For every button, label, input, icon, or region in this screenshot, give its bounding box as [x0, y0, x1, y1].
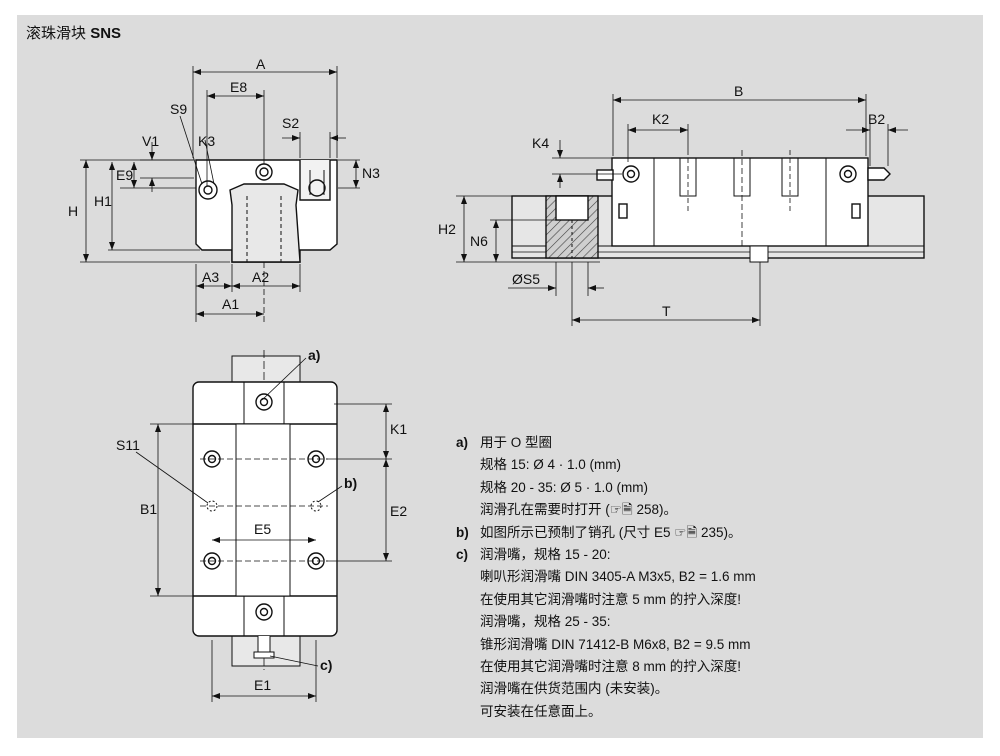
notes-panel: a)用于 O 型圈 规格 15: Ø 4 · 1.0 (mm) 规格 20 - …	[456, 432, 756, 723]
label-s5: ØS5	[512, 271, 540, 287]
label-s9: S9	[170, 101, 187, 117]
dimension-labels: A E8 S9 V1 K3 S2 N3 E9 H H1 A3 A2 A1 B K…	[68, 56, 885, 693]
note-c-line-1: c)润滑嘴，规格 15 - 20:	[456, 547, 611, 563]
label-a2: A2	[252, 269, 269, 285]
label-h: H	[68, 203, 78, 219]
note-a-line-4: 润滑孔在需要时打开 (☞🗎 258)。	[480, 502, 677, 518]
label-callout-a: a)	[308, 347, 320, 363]
side-dimensions	[456, 94, 908, 326]
label-k1: K1	[390, 421, 407, 437]
label-n3: N3	[362, 165, 380, 181]
side-view	[511, 150, 925, 263]
label-e8: E8	[230, 79, 247, 95]
label-a1: A1	[222, 296, 239, 312]
note-c-line-5: 锥形润滑嘴 DIN 71412-B M6x8, B2 = 9.5 mm	[480, 636, 751, 652]
note-c-line-6: 在使用其它润滑嘴时注意 8 mm 的拧入深度!	[480, 659, 742, 675]
label-callout-c: c)	[320, 657, 332, 673]
note-c-line-8: 可安装在任意面上。	[480, 703, 602, 719]
label-s2: S2	[282, 115, 299, 131]
note-c-line-4: 润滑嘴，规格 25 - 35:	[480, 614, 611, 630]
note-a-line-2: 规格 15: Ø 4 · 1.0 (mm)	[480, 457, 622, 473]
label-h2: H2	[438, 221, 456, 237]
page-title: 滚珠滑块 SNS	[26, 25, 122, 42]
label-v1: V1	[142, 133, 159, 149]
top-view	[192, 350, 338, 670]
label-h1: H1	[94, 193, 112, 209]
label-e2: E2	[390, 503, 407, 519]
label-callout-b: b)	[344, 475, 357, 491]
note-c-line-3: 在使用其它润滑嘴时注意 5 mm 的拧入深度!	[480, 591, 742, 607]
label-e9: E9	[116, 167, 133, 183]
note-a-line-1: a)用于 O 型圈	[456, 435, 553, 450]
label-a: A	[256, 56, 266, 72]
label-n6: N6	[470, 233, 488, 249]
label-t: T	[662, 303, 671, 319]
label-k3: K3	[198, 133, 215, 149]
label-s11: S11	[116, 437, 140, 453]
top-dimensions	[135, 357, 392, 702]
note-c-line-7: 润滑嘴在供货范围内 (未安装)。	[480, 681, 669, 697]
note-a-line-3: 规格 20 - 35: Ø 5 · 1.0 (mm)	[480, 479, 649, 495]
front-view	[195, 159, 338, 263]
label-b1: B1	[140, 501, 157, 517]
note-b-line-1: b)如图所示已预制了销孔 (尺寸 E5 ☞🗎 235)。	[456, 524, 742, 540]
type-code: SNS	[90, 25, 122, 42]
label-b: B	[734, 83, 743, 99]
label-k2: K2	[652, 111, 669, 127]
label-k4: K4	[532, 135, 549, 151]
label-e5: E5	[254, 521, 271, 537]
label-a3: A3	[202, 269, 219, 285]
note-c-line-2: 喇叭形润滑嘴 DIN 3405-A M3x5, B2 = 1.6 mm	[480, 569, 756, 585]
drawing-sheet	[17, 15, 983, 738]
label-b2: B2	[868, 111, 885, 127]
label-e1: E1	[254, 677, 271, 693]
front-dimensions	[80, 66, 360, 322]
